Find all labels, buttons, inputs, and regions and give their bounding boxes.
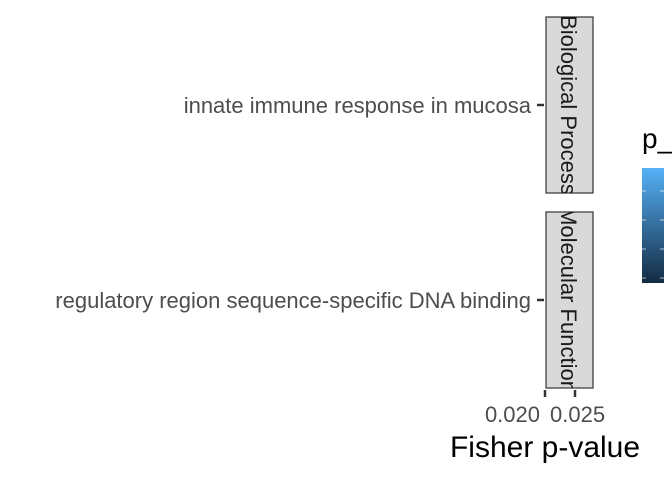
facet-strip-biological-process [545,16,594,194]
facet-strip-label: Biological Process [556,15,581,195]
legend-title: p_ [642,123,672,154]
x-tick-label: 0.025 [550,402,605,427]
facet-strip-label: Molecular Function [556,207,581,393]
y-tick-label: innate immune response in mucosa [184,93,532,118]
legend-colorbar [642,168,664,283]
legend-ticks [642,190,664,279]
x-axis-title: Fisher p-value [450,431,640,464]
y-tick-label: regulatory region sequence-specific DNA … [55,288,531,313]
x-tick-label: 0.020 [485,402,540,427]
facet-strip-molecular-function [545,211,594,389]
